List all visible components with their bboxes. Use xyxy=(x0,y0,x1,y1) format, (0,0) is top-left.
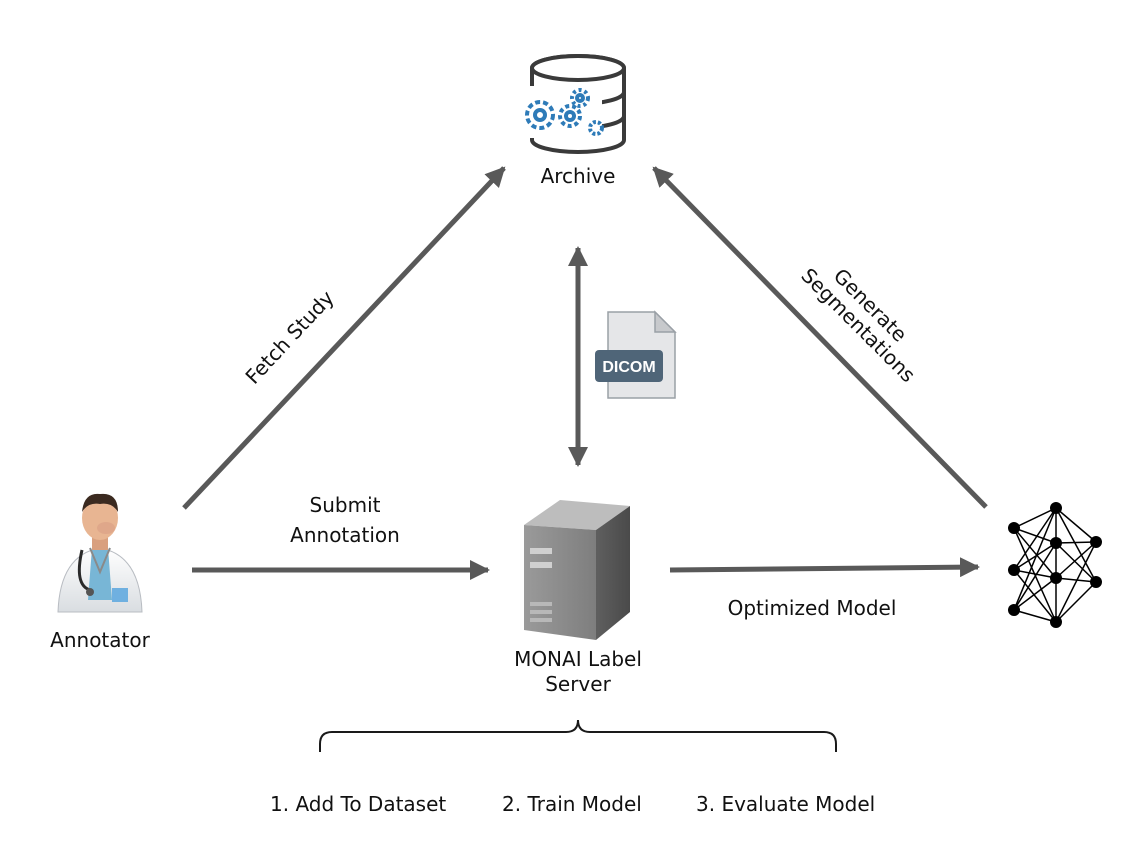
submit-label-line2: Annotation xyxy=(290,523,400,547)
archive-label: Archive xyxy=(540,164,616,188)
step-evaluate-model: 3. Evaluate Model xyxy=(696,792,876,816)
arrow-generate-segmentations xyxy=(652,166,988,509)
server-label-line1: MONAI Label xyxy=(514,647,642,671)
database-gears-icon xyxy=(514,54,626,154)
submit-label-line1: Submit xyxy=(309,493,381,517)
dicom-file-icon: DICOM xyxy=(595,310,677,399)
arrow-fetch-study xyxy=(182,166,506,510)
network-edges xyxy=(1013,507,1097,623)
server-label-line2: Server xyxy=(545,672,611,696)
annotator-label: Annotator xyxy=(50,628,150,652)
dicom-badge-text: DICOM xyxy=(602,359,655,376)
step-train-model: 2. Train Model xyxy=(502,792,642,816)
doctor-icon xyxy=(57,493,143,613)
neural-network-icon xyxy=(1008,502,1102,628)
optimized-model-label: Optimized Model xyxy=(727,596,897,620)
arrow-optimized-model xyxy=(669,557,980,578)
step-add-to-dataset: 1. Add To Dataset xyxy=(270,792,447,816)
server-tower-icon xyxy=(524,500,630,640)
steps-brace xyxy=(319,719,837,752)
